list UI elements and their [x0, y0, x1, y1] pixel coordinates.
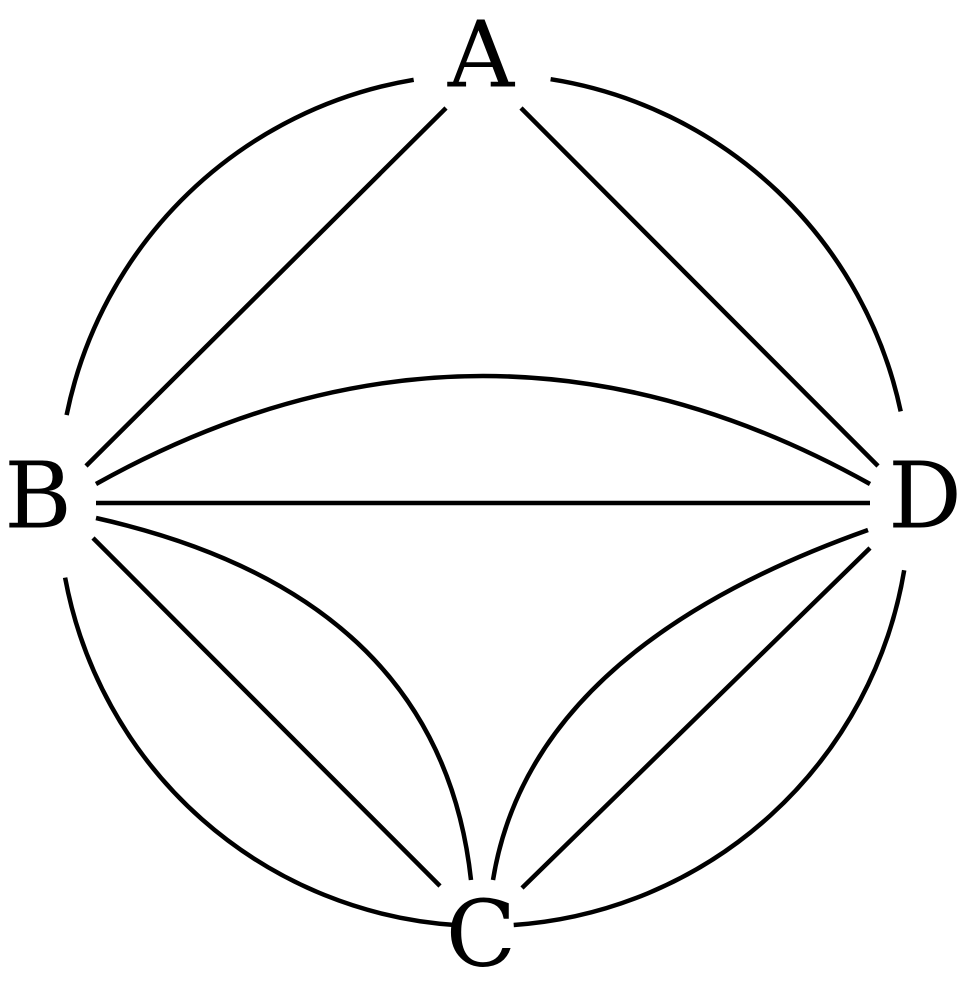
node-label-d: D: [888, 443, 962, 550]
edge-d-c-outer-arc: [513, 569, 907, 928]
edge-d-c-inner-arc: [490, 527, 869, 881]
node-label-c: C: [446, 881, 516, 988]
node-label-group: A B C D: [4, 2, 962, 988]
node-label-b: B: [4, 443, 72, 550]
edge-a-d-outer-arc: [550, 76, 903, 412]
edge-d-c-straight: [520, 546, 872, 890]
edge-b-c-inner-arc: [95, 515, 474, 881]
edge-b-c-straight: [91, 536, 442, 888]
edge-a-b-outer-arc: [64, 77, 415, 416]
node-label-a: A: [447, 2, 516, 109]
edge-b-c-outer-arc: [62, 577, 459, 928]
edge-a-d-straight: [519, 106, 880, 468]
edge-b-d-inner-arc: [94, 373, 872, 486]
edge-group: [62, 76, 907, 928]
edge-a-b-straight: [84, 106, 448, 468]
